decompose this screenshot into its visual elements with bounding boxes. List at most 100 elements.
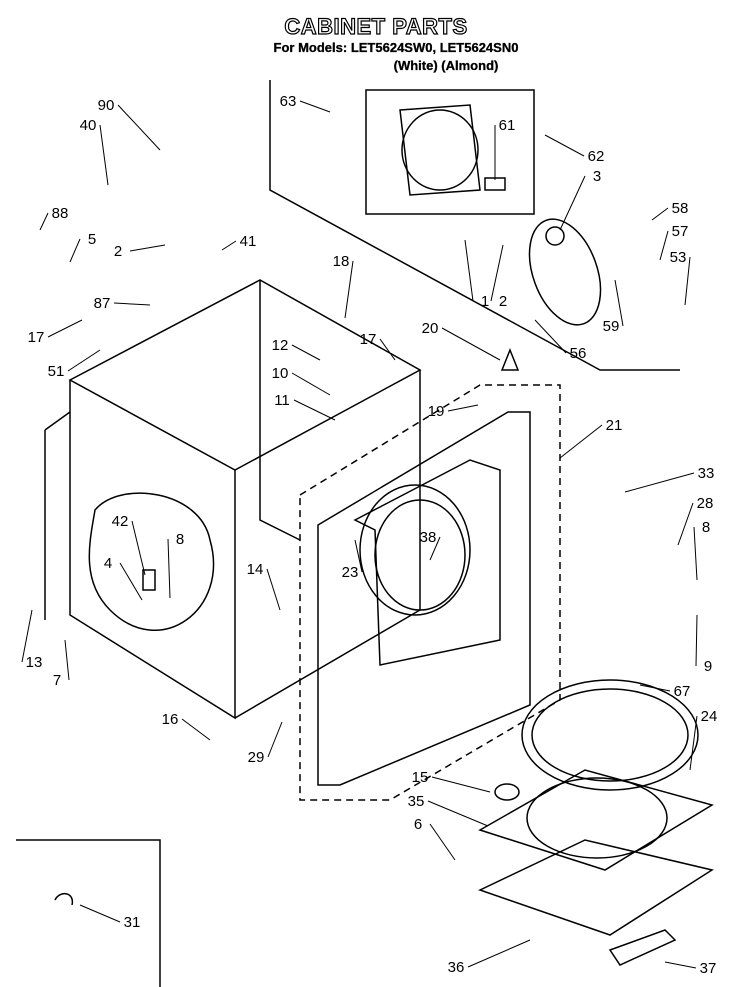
- part-number-label: 16: [162, 711, 179, 728]
- part-number-label: 4: [104, 555, 112, 572]
- leader-line: [559, 175, 586, 231]
- part-number-label: 35: [408, 793, 425, 810]
- leader-line: [117, 104, 161, 151]
- part-number-label: 20: [422, 320, 439, 337]
- leader-line: [299, 100, 331, 113]
- base-assembly: [478, 679, 714, 966]
- leader-line: [614, 279, 624, 327]
- part-number-label: 8: [702, 519, 710, 536]
- part-number-label: 17: [28, 329, 45, 346]
- leader-line: [544, 134, 585, 157]
- leader-line: [113, 302, 151, 306]
- leader-line: [344, 260, 354, 319]
- leader-line: [441, 327, 501, 361]
- part-number-label: 13: [26, 654, 43, 671]
- part-number-label: 8: [176, 531, 184, 548]
- leader-line: [467, 939, 531, 968]
- part-number-label: 29: [248, 749, 265, 766]
- colors-line: (White) (Almond): [393, 58, 499, 73]
- leader-line: [67, 349, 101, 372]
- part-number-label: 40: [80, 117, 97, 134]
- leader-line: [639, 684, 671, 692]
- front-panel: [299, 347, 561, 801]
- leader-line: [490, 244, 504, 302]
- part-number-label: 17: [360, 331, 377, 348]
- part-number-label: 57: [672, 223, 689, 240]
- motor-assembly: [269, 80, 680, 371]
- part-number-label: 23: [342, 564, 359, 581]
- leader-line: [293, 399, 336, 421]
- leader-line: [119, 562, 143, 601]
- part-number-label: 63: [280, 93, 297, 110]
- leader-line: [69, 238, 81, 263]
- part-number-label: 10: [272, 365, 289, 382]
- leader-line: [99, 124, 109, 186]
- leader-line: [534, 319, 567, 354]
- diagram-title: CABINET PARTS: [284, 13, 468, 39]
- part-number-label: 2: [499, 293, 507, 310]
- leader-line: [431, 776, 491, 793]
- part-number-label: 59: [603, 318, 620, 335]
- part-number-label: 87: [94, 295, 111, 312]
- inset-box: [16, 839, 161, 987]
- part-number-label: 11: [274, 392, 290, 409]
- leader-line: [39, 212, 49, 231]
- part-number-label: 41: [240, 233, 257, 250]
- part-number-label: 58: [672, 200, 689, 217]
- leader-line: [221, 240, 237, 251]
- part-number-label: 31: [124, 914, 141, 931]
- part-number-label: 42: [112, 513, 129, 530]
- part-number-label: 24: [701, 708, 718, 725]
- leader-line: [47, 319, 83, 338]
- leader-line: [64, 639, 70, 681]
- leader-line: [624, 472, 695, 493]
- part-number-label: 53: [670, 249, 687, 266]
- part-number-label: 1: [481, 293, 489, 310]
- part-number-label: 61: [499, 117, 516, 134]
- leader-line: [689, 715, 698, 771]
- leader-line: [695, 614, 698, 667]
- part-number-label: 21: [606, 417, 623, 434]
- part-number-label: 36: [448, 959, 465, 976]
- leader-line: [267, 721, 283, 758]
- part-number-label: 2: [114, 243, 122, 260]
- part-number-label: 12: [272, 337, 289, 354]
- leader-line: [464, 239, 474, 302]
- leader-line: [684, 256, 691, 306]
- leader-line: [129, 244, 166, 252]
- part-number-label: 51: [48, 363, 65, 380]
- leader-line: [181, 718, 211, 741]
- part-number-label: 67: [674, 683, 691, 700]
- leader-line: [659, 230, 669, 261]
- part-number-label: 15: [412, 769, 429, 786]
- part-number-label: 62: [588, 148, 605, 165]
- leader-line: [21, 609, 33, 663]
- leader-line: [266, 568, 281, 611]
- part-number-label: 14: [247, 561, 264, 578]
- part-number-label: 38: [420, 529, 437, 546]
- models-line: For Models: LET5624SW0, LET5624SN0: [273, 40, 519, 55]
- part-number-label: 9: [704, 658, 712, 675]
- part-number-label: 6: [414, 816, 422, 833]
- leader-line: [693, 526, 698, 581]
- leader-line: [354, 539, 363, 573]
- part-number-label: 18: [333, 253, 350, 270]
- leader-line: [429, 823, 456, 861]
- leader-line: [379, 338, 396, 361]
- clip-part: [54, 893, 74, 906]
- leader-line: [651, 207, 669, 221]
- leader-line: [291, 344, 321, 361]
- part-number-label: 28: [697, 495, 714, 512]
- part-number-label: 3: [593, 168, 601, 185]
- part-number-label: 90: [98, 97, 115, 114]
- leader-line: [559, 424, 603, 459]
- leader-line: [167, 538, 171, 599]
- part-number-label: 37: [700, 960, 717, 977]
- leader-line: [79, 904, 121, 923]
- part-number-label: 88: [52, 205, 69, 222]
- leader-line: [291, 372, 331, 396]
- leader-line: [677, 502, 694, 546]
- part-number-label: 33: [698, 465, 715, 482]
